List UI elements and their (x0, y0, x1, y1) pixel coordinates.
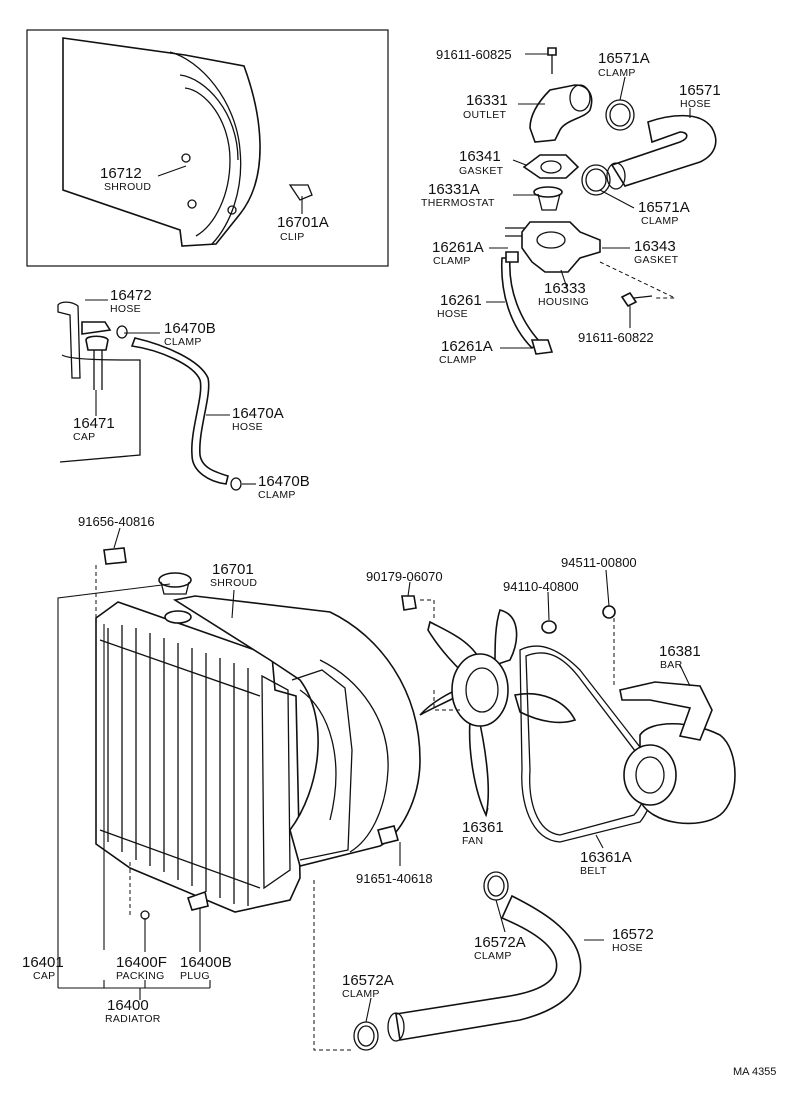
label-16261A-top-name: CLAMP (433, 255, 471, 267)
label-16572A-top-name: CLAMP (474, 950, 512, 962)
label-16400B-number: 16400B (180, 954, 232, 971)
label-16400B-name: PLUG (180, 970, 210, 982)
radiator-drawing (95, 547, 301, 920)
label-91611-60825-number: 91611-60825 (436, 47, 512, 62)
fan-drawing (401, 595, 616, 818)
label-16343-number: 16343 (634, 238, 676, 255)
label-16571A-top-name: CLAMP (598, 67, 636, 79)
label-16400-number: 16400 (107, 997, 149, 1014)
label-16571A-top-number: 16571A (598, 50, 650, 67)
label-16470B-top-name: CLAMP (164, 336, 202, 348)
label-16572A-bottom-name: CLAMP (342, 988, 380, 1000)
label-16472-number: 16472 (110, 287, 152, 304)
label-16471-number: 16471 (73, 415, 115, 432)
label-16572-name: HOSE (612, 942, 643, 954)
label-16361A-name: BELT (580, 865, 607, 877)
label-16572A-bottom-number: 16572A (342, 972, 394, 989)
label-16470B-top-number: 16470B (164, 320, 216, 337)
label-16361-name: FAN (462, 835, 483, 847)
label-16400F-name: PACKING (116, 970, 165, 982)
inset-frame (26, 29, 389, 267)
label-90179-06070-number: 90179-06070 (366, 569, 443, 584)
belt-and-pump-drawing (519, 618, 736, 843)
label-16701-name: SHROUD (210, 577, 257, 589)
label-16341-name: GASKET (459, 165, 504, 177)
label-16261-name: HOSE (437, 308, 468, 320)
label-16712-name: SHROUD (104, 181, 151, 193)
label-16381-name: BAR (660, 659, 683, 671)
label-16333-number: 16333 (544, 280, 586, 297)
label-16331A-number: 16331A (428, 181, 480, 198)
leader-lines (57, 53, 691, 1023)
label-16571A-bottom-name: CLAMP (641, 215, 679, 227)
label-16401-number: 16401 (22, 954, 64, 971)
label-16571A-bottom-number: 16571A (638, 199, 690, 216)
label-16333-name: HOUSING (538, 296, 589, 308)
inset-shroud-drawing (62, 37, 313, 247)
label-16381-number: 16381 (659, 643, 701, 660)
label-16571-name: HOSE (680, 98, 711, 110)
diagram-reference: MA 4355 (733, 1066, 776, 1078)
label-16341-number: 16341 (459, 148, 501, 165)
label-91651-40618-number: 91651-40618 (356, 871, 433, 886)
label-94110-40800-number: 94110-40800 (503, 579, 579, 594)
label-16701-number: 16701 (212, 561, 254, 578)
label-16472-name: HOSE (110, 303, 141, 315)
part-labels: 16712 SHROUD 16701A CLIP 91611-60825 165… (22, 47, 776, 1078)
fan-shroud-drawing (172, 595, 421, 1051)
label-16572-number: 16572 (612, 926, 654, 943)
label-16343-name: GASKET (634, 254, 679, 266)
label-16470B-bottom-number: 16470B (258, 473, 310, 490)
label-94511-00800-number: 94511-00800 (561, 555, 637, 570)
label-16261A-bottom-name: CLAMP (439, 354, 477, 366)
label-16331-number: 16331 (466, 92, 508, 109)
overflow-group-drawing (57, 301, 242, 491)
label-16572A-top-number: 16572A (474, 934, 526, 951)
label-16571-number: 16571 (679, 82, 721, 99)
label-91656-40816-number: 91656-40816 (78, 514, 155, 529)
label-91611-60822-number: 91611-60822 (578, 330, 654, 345)
label-16400F-number: 16400F (116, 954, 167, 971)
label-16261-number: 16261 (440, 292, 482, 309)
label-16701A-number: 16701A (277, 214, 329, 231)
label-16261A-bottom-number: 16261A (441, 338, 493, 355)
label-16331-name: OUTLET (463, 109, 507, 121)
label-16712-number: 16712 (100, 165, 142, 182)
label-16470A-number: 16470A (232, 405, 284, 422)
label-16331A-name: THERMOSTAT (421, 197, 495, 209)
label-16400-name: RADIATOR (105, 1013, 161, 1025)
label-16470A-name: HOSE (232, 421, 263, 433)
lower-hose-drawing (353, 871, 582, 1051)
label-16471-name: CAP (73, 431, 96, 443)
label-16361A-number: 16361A (580, 849, 632, 866)
label-16470B-bottom-name: CLAMP (258, 489, 296, 501)
label-16361-number: 16361 (462, 819, 504, 836)
thermostat-group-drawing (500, 47, 717, 355)
label-16701A-name: CLIP (280, 231, 305, 243)
label-16401-name: CAP (33, 970, 56, 982)
label-16261A-top-number: 16261A (432, 239, 484, 256)
